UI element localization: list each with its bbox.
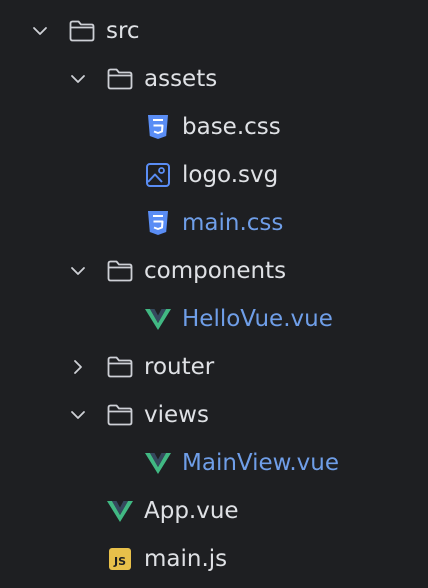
tree-node-label: HelloVue.vue: [182, 305, 333, 332]
tree-node-label: router: [144, 353, 215, 380]
tree-node-label: MainView.vue: [182, 449, 340, 476]
chevron-down-icon[interactable]: [68, 261, 88, 281]
tree-node-components[interactable]: components: [0, 247, 428, 295]
folder-icon: [68, 17, 96, 45]
vue-file-icon: [106, 497, 134, 525]
tree-node-label: logo.svg: [182, 161, 279, 188]
tree-node-label: main.js: [144, 545, 228, 572]
tree-node-views[interactable]: views: [0, 391, 428, 439]
tree-node-logo-svg[interactable]: logo.svg: [0, 151, 428, 199]
vue-file-icon: [144, 305, 172, 333]
tree-node-src[interactable]: src: [0, 7, 428, 55]
tree-node-base-css[interactable]: base.css: [0, 103, 428, 151]
tree-node-label: src: [106, 17, 140, 44]
folder-icon: [106, 65, 134, 93]
tree-node-label: components: [144, 257, 287, 284]
tree-node-app-vue[interactable]: App.vue: [0, 487, 428, 535]
chevron-down-icon[interactable]: [30, 21, 50, 41]
tree-node-label: App.vue: [144, 497, 239, 524]
folder-icon: [106, 257, 134, 285]
js-badge: JS: [109, 548, 131, 570]
folder-icon: [106, 353, 134, 381]
tree-node-assets[interactable]: assets: [0, 55, 428, 103]
tree-node-mainview-vue[interactable]: MainView.vue: [0, 439, 428, 487]
css-file-icon: [144, 209, 172, 237]
chevron-right-icon[interactable]: [68, 357, 88, 377]
tree-node-main-js[interactable]: JS main.js: [0, 535, 428, 583]
image-file-icon: [144, 161, 172, 189]
tree-node-main-css[interactable]: main.css: [0, 199, 428, 247]
js-file-icon: JS: [106, 545, 134, 573]
tree-node-router[interactable]: router: [0, 343, 428, 391]
tree-node-hellovue-vue[interactable]: HelloVue.vue: [0, 295, 428, 343]
tree-node-label: assets: [144, 65, 218, 92]
tree-node-label: base.css: [182, 113, 281, 140]
chevron-down-icon[interactable]: [68, 405, 88, 425]
vue-file-icon: [144, 449, 172, 477]
tree-node-label: main.css: [182, 209, 284, 236]
tree-node-label: views: [144, 401, 209, 428]
css-file-icon: [144, 113, 172, 141]
chevron-down-icon[interactable]: [68, 69, 88, 89]
folder-icon: [106, 401, 134, 429]
